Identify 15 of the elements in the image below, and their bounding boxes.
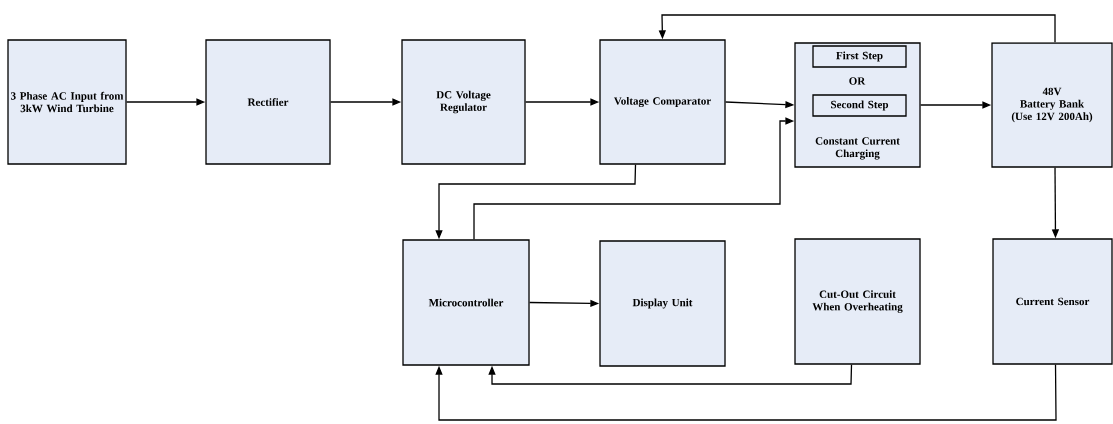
block-box: Voltage Comparator (599, 39, 726, 165)
block-box: Microcontroller (402, 239, 530, 366)
block-box: Display Unit (599, 240, 726, 367)
step-box: First Step (812, 45, 907, 68)
arrow (658, 14, 1056, 43)
arrow (435, 364, 1057, 421)
block-box: Rectifier (205, 39, 331, 165)
block-box: 48V Battery Bank (Use 12V 200Ah) (991, 42, 1113, 168)
block-box: Cut-Out Circuit When Overheating (794, 238, 921, 365)
block-box: DC Voltage Regulator (401, 39, 526, 165)
arrow (488, 364, 853, 385)
block-box: Current Sensor (992, 238, 1113, 365)
or-label: OR (849, 77, 866, 85)
step-box: Second Step (812, 94, 907, 117)
block-box: 3 Phase AC Input from 3kW Wind Turbine (7, 39, 127, 165)
